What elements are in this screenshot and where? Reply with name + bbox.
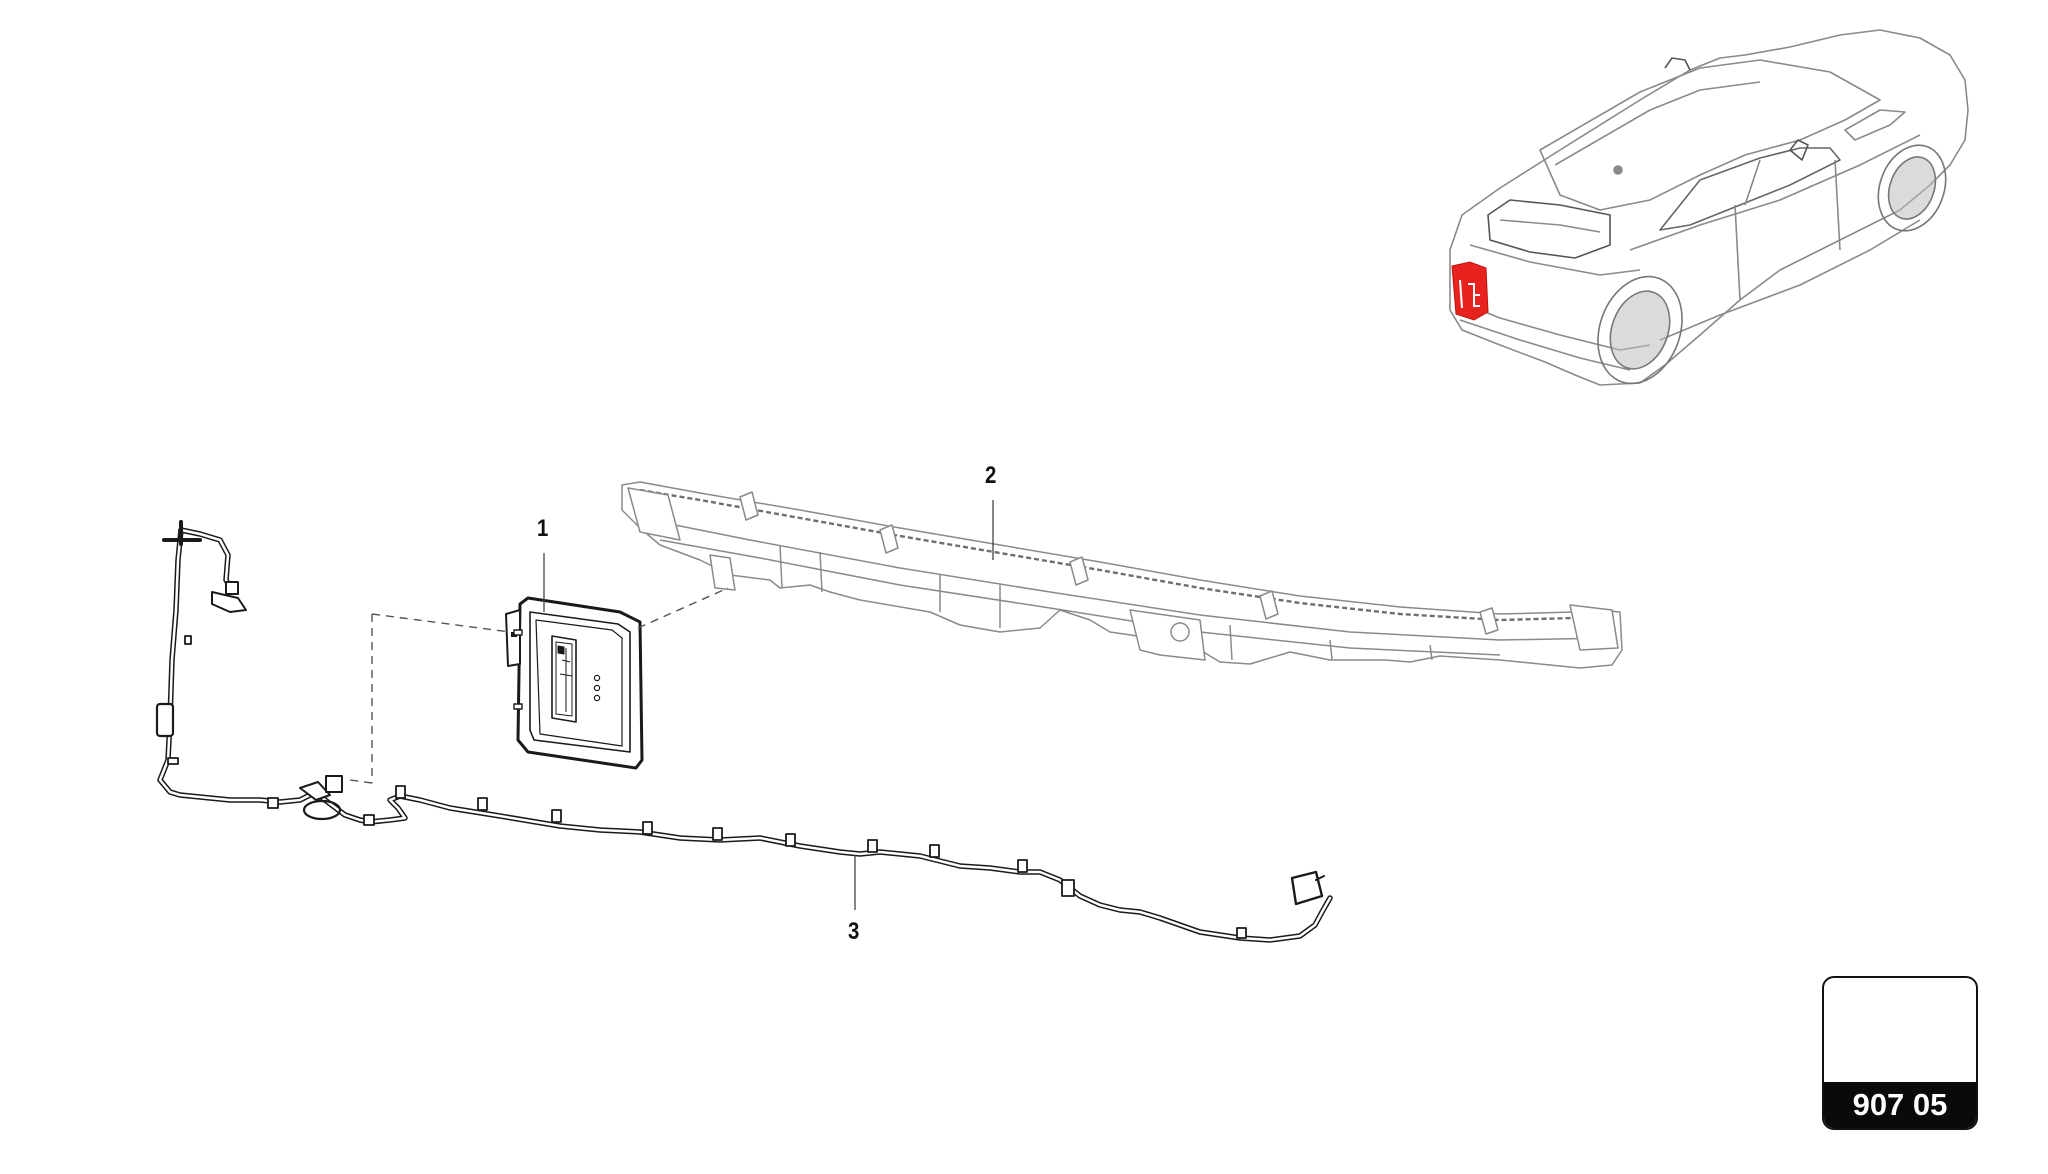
callout-3: 3 [848, 918, 860, 945]
reference-table-link[interactable]: 907 05 [1822, 976, 1978, 1130]
locator-car-wheels [1597, 144, 1947, 385]
part-1-control-unit [505, 596, 644, 770]
part-3-wiring-harness [155, 520, 1333, 943]
assembly-dashed-lines [349, 587, 729, 784]
locator-highlight [1451, 261, 1489, 321]
locator-car-illustration [1449, 29, 1969, 386]
callout-1: 1 [537, 515, 549, 542]
leader-lines [543, 500, 994, 910]
reference-number: 907 05 [1824, 1082, 1976, 1128]
part-2-bumper-beam [621, 481, 1623, 669]
reference-arrow-area [1824, 978, 1976, 1086]
callout-2: 2 [985, 462, 997, 489]
